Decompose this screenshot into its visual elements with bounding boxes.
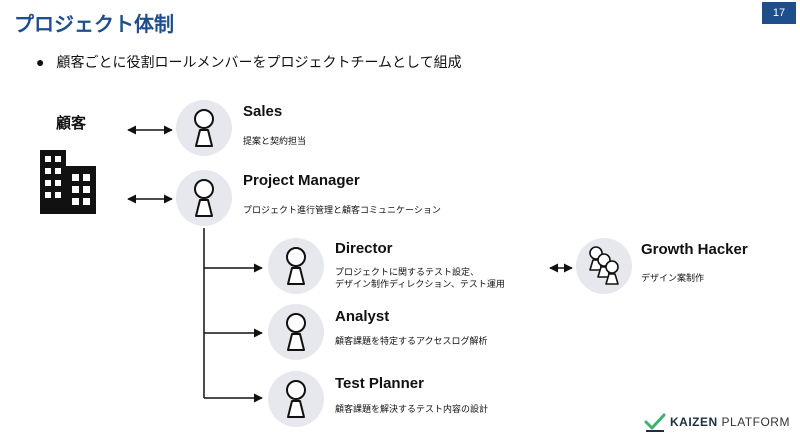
role-desc-analyst: 顧客課題を特定するアクセスログ解析 (335, 336, 488, 346)
kaizen-platform-logo: KAIZEN PLATFORM (644, 412, 790, 432)
role-name-analyst: Analyst (335, 308, 390, 325)
role-desc-test-planner: 顧客課題を解決するテスト内容の設計 (335, 404, 489, 414)
role-name-growth-hacker: Growth Hacker (641, 241, 748, 258)
bullet-marker: ● (36, 54, 45, 70)
people-group-icon (589, 246, 619, 285)
logo-text: KAIZEN PLATFORM (670, 415, 790, 429)
building-icon (40, 150, 96, 214)
growth-hacker-avatar (576, 238, 632, 294)
page-title: プロジェクト体制 (14, 14, 174, 36)
test-planner-avatar (268, 371, 324, 427)
role-desc-project-manager: プロジェクト進行管理と顧客コミュニケーション (243, 205, 441, 215)
person-icon (286, 247, 306, 285)
customer-label: 顧客 (56, 115, 87, 132)
person-icon (194, 109, 214, 147)
pm-avatar (176, 170, 232, 226)
person-icon (286, 313, 306, 351)
role-desc-director-line1: プロジェクトに関するテスト設定、 (335, 267, 480, 277)
role-desc-director-line2: デザイン制作ディレクション、テスト運用 (335, 279, 505, 289)
bullet-text: 顧客ごとに役割ロールメンバーをプロジェクトチームとして組成 (56, 54, 462, 70)
role-name-director: Director (335, 240, 393, 257)
page-number-badge: 17 (762, 2, 796, 24)
role-name-sales: Sales (243, 103, 283, 120)
logo-brand-bold: KAIZEN (670, 415, 718, 429)
role-name-test-planner: Test Planner (335, 375, 424, 392)
sales-avatar (176, 100, 232, 156)
director-avatar (268, 238, 324, 294)
checkmark-logo-icon (644, 413, 666, 432)
logo-brand-rest: PLATFORM (721, 415, 790, 429)
analyst-avatar (268, 304, 324, 360)
person-icon (194, 179, 214, 217)
role-desc-sales: 提案と契約担当 (243, 136, 307, 146)
role-desc-growth-hacker: デザイン案制作 (641, 273, 705, 283)
role-name-project-manager: Project Manager (243, 172, 360, 189)
bullet-point: ● 顧客ごとに役割ロールメンバーをプロジェクトチームとして組成 (36, 52, 462, 72)
person-icon (286, 380, 306, 418)
